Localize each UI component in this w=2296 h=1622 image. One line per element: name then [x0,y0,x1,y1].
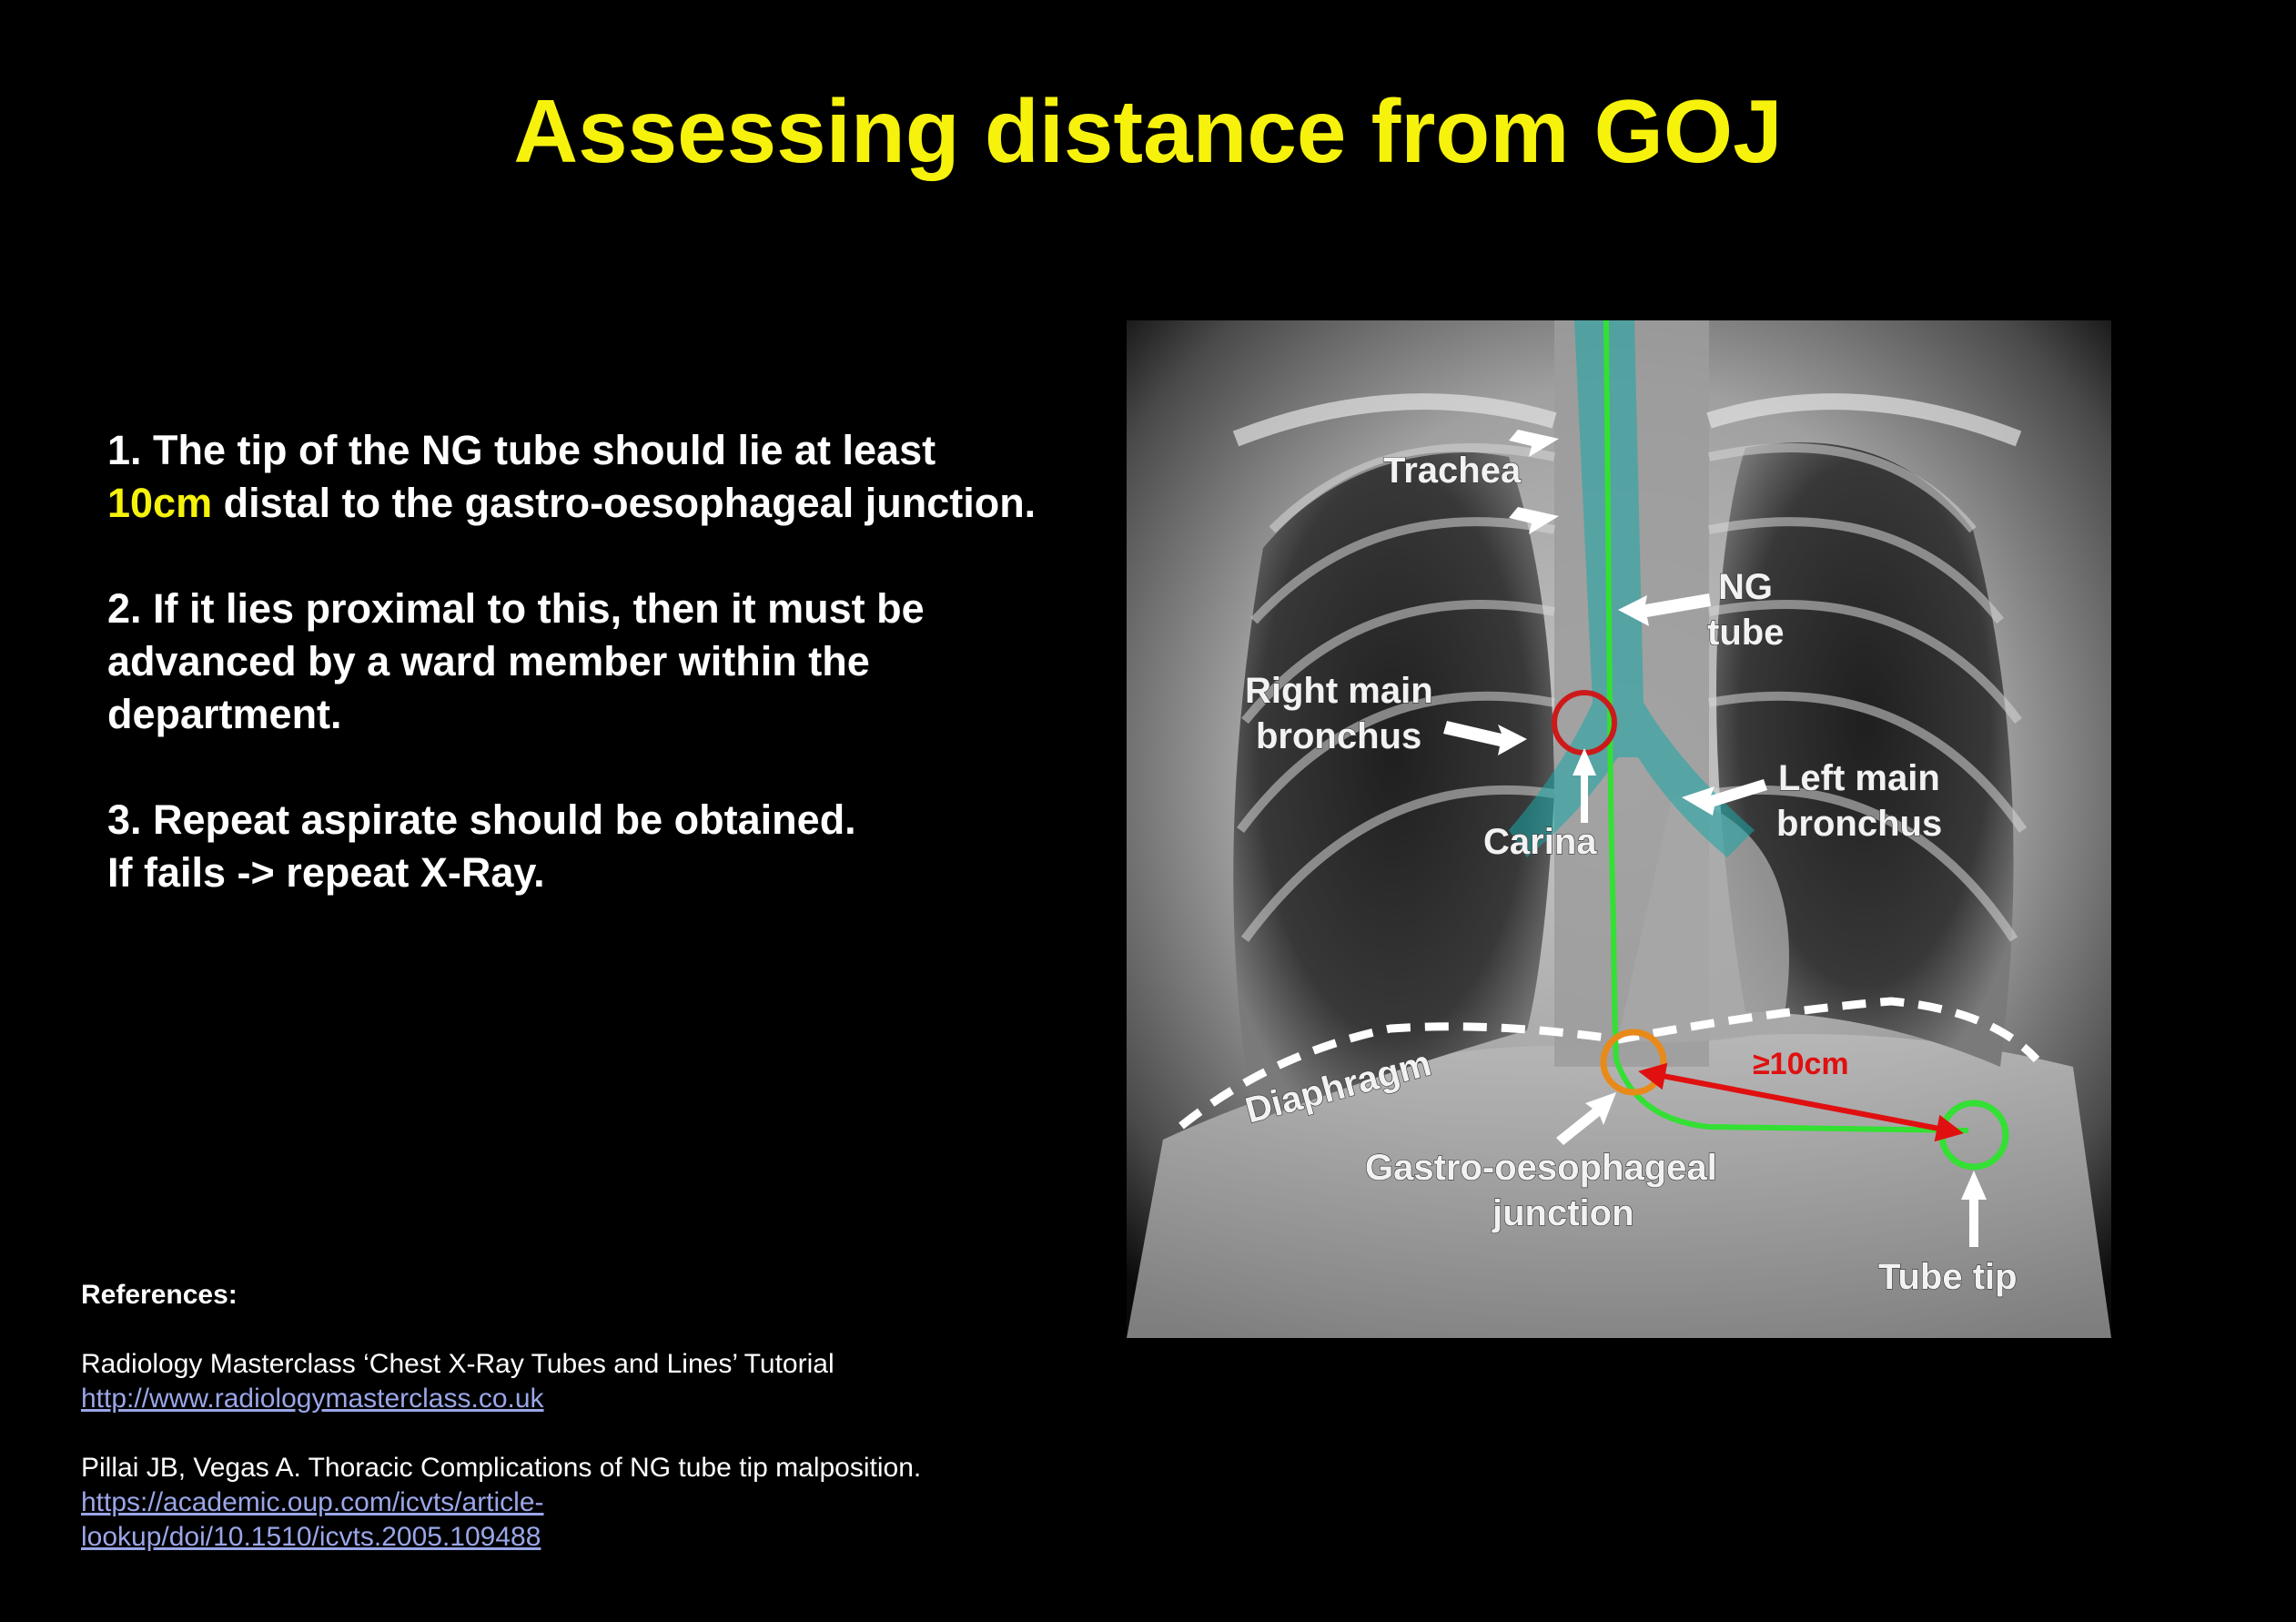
carina-arrow-icon [1573,748,1596,823]
label-right-bronchus-line-1: Right main [1245,671,1433,711]
right-bronchus-arrow-icon [1443,721,1527,755]
reference-1-link[interactable]: http://www.radiologymasterclass.co.uk [81,1384,544,1414]
point-1: 1. The tip of the NG tube should lie at … [107,424,1054,530]
label-right-bronchus-line-2: bronchus [1256,716,1421,756]
point-1-intro: 1. The tip of the NG tube should lie at … [107,427,936,473]
label-distance: ≥10cm [1753,1047,1849,1081]
references: References: Radiology Masterclass ‘Chest… [81,1278,1082,1589]
trachea-arrow-upper-icon [1509,430,1559,457]
point-3-line-1: 3. Repeat aspirate should be obtained. [107,796,856,843]
goj-circle [1600,1029,1667,1096]
label-tube-tip: Tube tip [1878,1257,2018,1297]
airway-overlay [1509,320,1755,857]
point-3: 3. Repeat aspirate should be obtained. I… [107,794,1054,899]
right-lung [1233,451,1554,1121]
ng-tube-arrow-icon [1618,593,1711,626]
reference-2-link-line-1[interactable]: https://academic.oup.com/icvts/article- [81,1487,544,1517]
label-carina: Carina [1483,822,1597,862]
left-bronchus-arrow-icon [1682,779,1767,816]
trachea-arrow-lower-icon [1509,507,1559,534]
goj-arrow-icon [1556,1092,1616,1145]
left-clavicle [1706,393,2022,447]
point-1-rest: distal to the gastro-oesophageal junctio… [223,480,1037,526]
reference-1-text: Radiology Masterclass ‘Chest X-Ray Tubes… [81,1349,834,1379]
label-left-bronchus-line-1: Left main [1778,758,1940,798]
label-goj-line-2: junction [1492,1193,1634,1233]
right-clavicle [1232,393,1557,447]
pointer-arrows [1443,430,1987,1247]
key-points: 1. The tip of the NG tube should lie at … [107,424,1054,952]
label-ng-line-1: NG [1718,567,1773,607]
heart-shadow [1618,794,1789,1043]
ng-tube-line [1603,320,1969,1133]
references-heading: References: [81,1280,238,1310]
reference-2: Pillai JB, Vegas A. Thoracic Complicatio… [81,1451,1082,1555]
left-lung [1716,442,2014,1067]
reference-2-text: Pillai JB, Vegas A. Thoracic Complicatio… [81,1453,922,1483]
point-3-line-2: If fails -> repeat X-Ray. [107,849,545,896]
reference-2-link-line-2[interactable]: lookup/doi/10.1510/icvts.2005.109488 [81,1522,541,1552]
reference-1: Radiology Masterclass ‘Chest X-Ray Tubes… [81,1347,1082,1416]
point-1-distance-highlight: 10cm [107,480,213,526]
label-ng-line-2: tube [1707,613,1784,653]
label-left-bronchus-line-2: bronchus [1776,804,1942,844]
chest-xray-svg: Trachea NG tube Right main bronchus Cari… [1127,320,2111,1338]
slide-title: Assessing distance from GOJ [513,81,1783,181]
chest-xray-figure: Trachea NG tube Right main bronchus Cari… [1127,320,2111,1338]
distance-arrow [1638,1062,1964,1142]
label-goj-line-1: Gastro-oesophageal [1365,1148,1717,1188]
point-2: 2. If it lies proximal to this, then it … [107,585,925,737]
tube-tip-arrow-icon [1961,1171,1987,1247]
label-trachea: Trachea [1383,451,1522,491]
